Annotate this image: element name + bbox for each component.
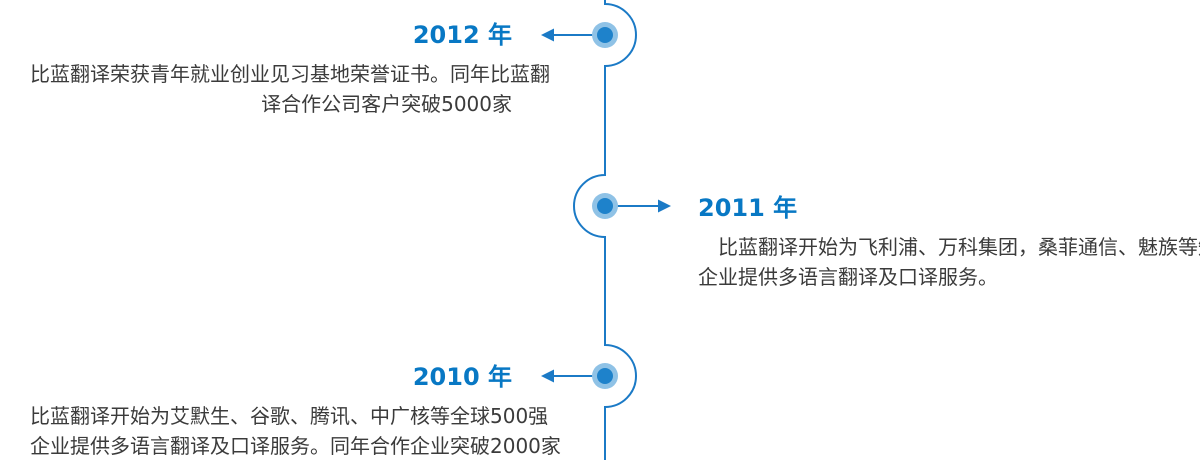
node-dot-icon xyxy=(597,27,613,43)
timeline-node-2012 xyxy=(541,22,618,48)
item-description: 比蓝翻译开始为艾默生、谷歌、腾讯、中广核等全球500强 企业提供多语言翻译及口译… xyxy=(30,401,561,460)
description-line: 企业提供多语言翻译及口译服务。同年合作企业突破2000家 xyxy=(30,434,561,458)
arrow-left-icon xyxy=(541,28,554,42)
year-label-2010: 2010 年 xyxy=(412,363,512,391)
timeline-item-2010: 2010 年 比蓝翻译开始为艾默生、谷歌、腾讯、中广核等全球500强 企业提供多… xyxy=(30,363,561,460)
item-description: 比蓝翻译开始为飞利浦、万科集团，桑菲通信、魅族等知名 企业提供多语言翻译及口译服… xyxy=(698,232,1200,292)
year-label-2011: 2011 年 xyxy=(698,194,798,222)
description-line: 比蓝翻译开始为飞利浦、万科集团，桑菲通信、魅族等知名 xyxy=(718,235,1200,259)
item-description: 比蓝翻译荣获青年就业创业见习基地荣誉证书。同年比蓝翻 译合作公司客户突破5000… xyxy=(30,59,550,119)
node-dot-icon xyxy=(597,198,613,214)
timeline-item-2012: 2012 年 比蓝翻译荣获青年就业创业见习基地荣誉证书。同年比蓝翻 译合作公司客… xyxy=(30,21,550,119)
arrow-left-icon xyxy=(541,369,554,383)
timeline-node-2010 xyxy=(541,363,618,389)
timeline-line xyxy=(573,0,637,460)
description-line: 译合作公司客户突破5000家 xyxy=(261,92,512,116)
year-label-2012: 2012 年 xyxy=(412,21,512,49)
timeline-node-2011 xyxy=(592,193,671,219)
timeline-item-2011: 2011 年 比蓝翻译开始为飞利浦、万科集团，桑菲通信、魅族等知名 企业提供多语… xyxy=(698,194,1200,292)
description-line: 比蓝翻译开始为艾默生、谷歌、腾讯、中广核等全球500强 xyxy=(30,404,549,428)
arrow-right-icon xyxy=(658,199,671,213)
node-dot-icon xyxy=(597,368,613,384)
description-line: 比蓝翻译荣获青年就业创业见习基地荣誉证书。同年比蓝翻 xyxy=(30,62,550,86)
description-line: 企业提供多语言翻译及口译服务。 xyxy=(698,265,998,289)
